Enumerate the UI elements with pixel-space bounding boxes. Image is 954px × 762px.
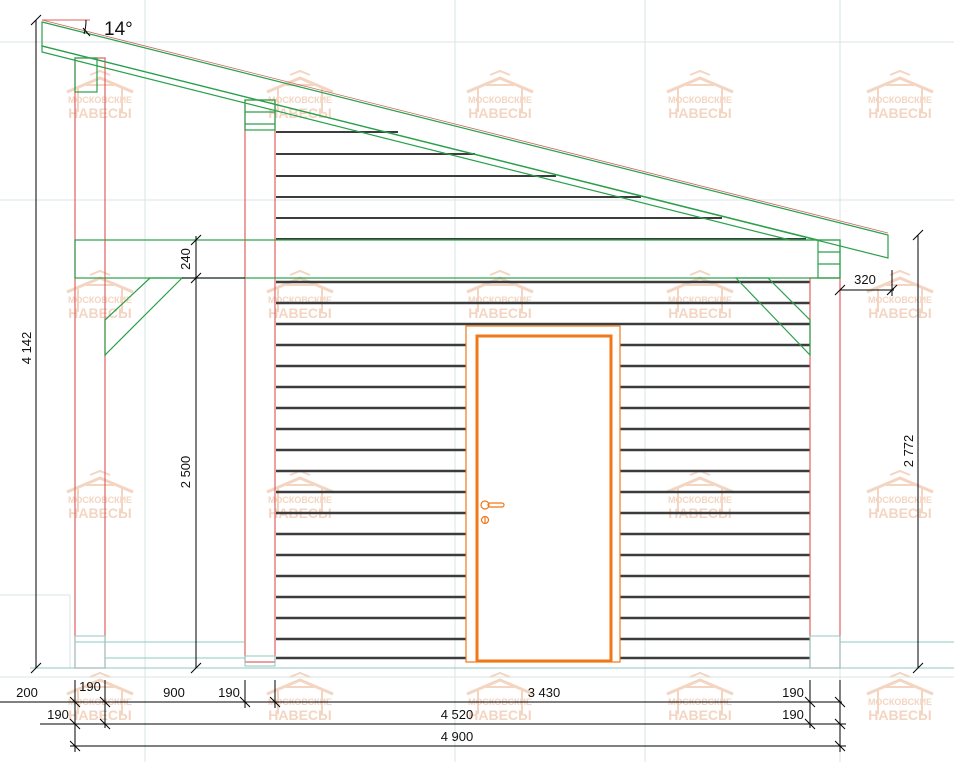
svg-text:МОСКОВСКИЕ: МОСКОВСКИЕ xyxy=(668,95,732,105)
svg-text:НАВЕСЫ: НАВЕСЫ xyxy=(68,305,132,321)
dimension-lines xyxy=(0,14,924,752)
overhang-label: 320 xyxy=(854,272,876,287)
svg-text:МОСКОВСКИЕ: МОСКОВСКИЕ xyxy=(868,697,932,707)
rafter-lower xyxy=(41,45,819,241)
dim-row2-item: 190 xyxy=(782,707,804,722)
dim-row1-item: 190 xyxy=(79,679,101,694)
svg-text:НАВЕСЫ: НАВЕСЫ xyxy=(668,305,732,321)
timber-frame xyxy=(41,21,889,357)
svg-text:МОСКОВСКИЕ: МОСКОВСКИЕ xyxy=(268,495,332,505)
beam-end-right xyxy=(817,239,841,279)
svg-text:НАВЕСЫ: НАВЕСЫ xyxy=(268,105,332,121)
door-handle xyxy=(480,500,505,525)
svg-text:НАВЕСЫ: НАВЕСЫ xyxy=(468,305,532,321)
dim-row1-item: 190 xyxy=(218,685,240,700)
svg-text:НАВЕСЫ: НАВЕСЫ xyxy=(268,707,332,723)
svg-text:МОСКОВСКИЕ: МОСКОВСКИЕ xyxy=(68,495,132,505)
dim-row2-item: 190 xyxy=(47,707,69,722)
svg-text:НАВЕСЫ: НАВЕСЫ xyxy=(668,707,732,723)
svg-text:НАВЕСЫ: НАВЕСЫ xyxy=(468,105,532,121)
svg-text:НАВЕСЫ: НАВЕСЫ xyxy=(868,707,932,723)
svg-text:МОСКОВСКИЕ: МОСКОВСКИЕ xyxy=(68,295,132,305)
dim-row1-item: 900 xyxy=(163,685,185,700)
eave-height-label: 2 772 xyxy=(901,435,916,468)
door xyxy=(465,325,621,663)
svg-text:МОСКОВСКИЕ: МОСКОВСКИЕ xyxy=(868,95,932,105)
svg-text:НАВЕСЫ: НАВЕСЫ xyxy=(68,105,132,121)
svg-text:МОСКОВСКИЕ: МОСКОВСКИЕ xyxy=(668,495,732,505)
post-left-front xyxy=(74,57,106,669)
svg-text:МОСКОВСКИЕ: МОСКОВСКИЕ xyxy=(468,295,532,305)
dim-row1-item: 200 xyxy=(16,685,38,700)
svg-text:МОСКОВСКИЕ: МОСКОВСКИЕ xyxy=(268,95,332,105)
gable-siding xyxy=(276,131,806,240)
overall-height-label: 4 142 xyxy=(19,332,34,365)
svg-text:НАВЕСЫ: НАВЕСЫ xyxy=(268,305,332,321)
svg-text:МОСКОВСКИЕ: МОСКОВСКИЕ xyxy=(868,495,932,505)
brace-right xyxy=(734,277,811,357)
svg-text:МОСКОВСКИЕ: МОСКОВСКИЕ xyxy=(668,295,732,305)
post-right xyxy=(809,277,841,669)
svg-text:НАВЕСЫ: НАВЕСЫ xyxy=(68,707,132,723)
post-left-back xyxy=(244,99,276,663)
roof-angle-label: 14° xyxy=(104,19,133,40)
svg-text:НАВЕСЫ: НАВЕСЫ xyxy=(868,105,932,121)
beam-height-label: 240 xyxy=(178,248,193,270)
svg-text:МОСКОВСКИЕ: МОСКОВСКИЕ xyxy=(468,95,532,105)
post-height-label: 2 500 xyxy=(178,456,193,489)
dim-row3-total: 4 900 xyxy=(441,729,474,744)
dim-row1-item: 190 xyxy=(782,685,804,700)
wall-siding xyxy=(276,280,810,660)
svg-text:МОСКОВСКИЕ: МОСКОВСКИЕ xyxy=(268,295,332,305)
svg-text:НАВЕСЫ: НАВЕСЫ xyxy=(868,505,932,521)
svg-text:НАВЕСЫ: НАВЕСЫ xyxy=(68,505,132,521)
base-lines xyxy=(30,635,954,669)
dim-row1-item: 3 430 xyxy=(528,685,561,700)
svg-text:МОСКОВСКИЕ: МОСКОВСКИЕ xyxy=(868,295,932,305)
roof-top-edge xyxy=(41,19,889,234)
svg-text:МОСКОВСКИЕ: МОСКОВСКИЕ xyxy=(68,95,132,105)
svg-text:НАВЕСЫ: НАВЕСЫ xyxy=(468,707,532,723)
dim-row2-item: 4 520 xyxy=(441,707,474,722)
svg-text:НАВЕСЫ: НАВЕСЫ xyxy=(868,305,932,321)
rafter xyxy=(41,21,889,259)
svg-text:НАВЕСЫ: НАВЕСЫ xyxy=(668,105,732,121)
